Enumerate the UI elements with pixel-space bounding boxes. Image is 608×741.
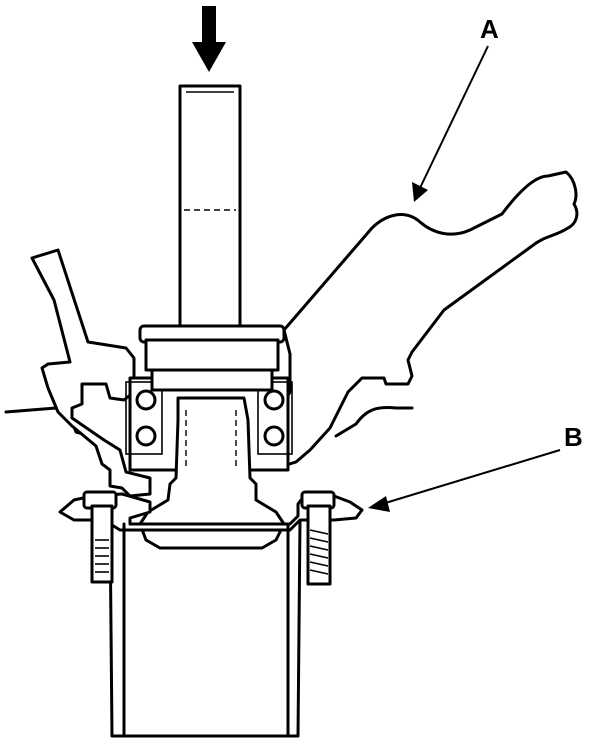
knuckle-right-arm: [260, 170, 579, 472]
callout-b-label: B: [564, 422, 583, 452]
bolt-left: [82, 490, 118, 584]
press-collar: [138, 324, 286, 392]
callout-a-leader: [412, 45, 489, 202]
support-tube: [108, 518, 302, 738]
bearing-balls-left: [125, 381, 163, 455]
down-arrow-icon: [192, 6, 226, 72]
bolt-right: [300, 490, 336, 586]
bearing-balls-right: [257, 381, 293, 455]
callout-b-leader: [368, 449, 561, 512]
callout-a-label: A: [480, 14, 499, 44]
body-panel-right: [334, 406, 414, 438]
press-shaft: [178, 84, 242, 336]
hub: [138, 396, 286, 550]
